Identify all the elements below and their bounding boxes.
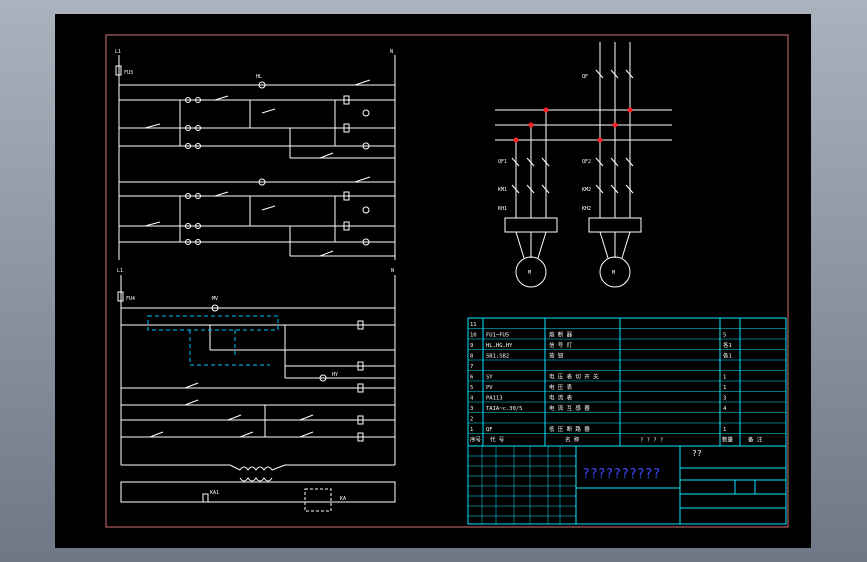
svg-text:L1: L1 bbox=[117, 268, 123, 274]
bom-cell-no: 2 bbox=[470, 417, 473, 423]
bom-cell-no: 10 bbox=[470, 333, 477, 339]
bom-cell-qty: 1 bbox=[723, 385, 726, 391]
svg-text:KH1: KH1 bbox=[498, 206, 507, 212]
svg-text:N: N bbox=[390, 49, 393, 55]
bom-cell-code: TAIA~c.30/5 bbox=[486, 406, 522, 412]
bom-cell-code: QF bbox=[486, 427, 493, 433]
bom-cell-qty: 1 bbox=[723, 427, 726, 433]
bus-junctions bbox=[513, 107, 633, 143]
main-circuit-labels: QF QF1 QF2 KM1 KM2 KH1 KH2 M M bbox=[498, 74, 615, 276]
control-bottom-labels: L1 N FU4 MV HY KA1 KA bbox=[117, 268, 394, 502]
bom-cell-name: 熔 断 器 bbox=[549, 331, 573, 339]
bom-cell-qty: 4 bbox=[723, 406, 727, 412]
bom-cell-name: 电 压 表 bbox=[549, 383, 573, 391]
svg-text:QF1: QF1 bbox=[498, 159, 507, 165]
svg-text:QF: QF bbox=[582, 74, 588, 80]
control-circuit-top bbox=[115, 55, 396, 260]
bom-cell-code: PV bbox=[486, 385, 493, 391]
svg-text:M: M bbox=[612, 270, 615, 276]
bom-cell-name: 按 钮 bbox=[549, 352, 564, 360]
drawing-sheet bbox=[55, 14, 811, 548]
bom-cell-qty: 3 bbox=[723, 396, 726, 402]
bom-row-lines bbox=[468, 328, 786, 434]
selector-switch-dashed bbox=[147, 315, 279, 366]
title-block-grid bbox=[467, 445, 787, 525]
svg-text:KA1: KA1 bbox=[210, 490, 219, 496]
bom-cell-code: HL,HG,HY bbox=[486, 343, 513, 349]
svg-text:QF2: QF2 bbox=[582, 159, 591, 165]
control-top-labels: L1 N FU3 HL bbox=[115, 49, 393, 80]
svg-text:FU4: FU4 bbox=[126, 296, 135, 302]
bom-cell-qty: 5 bbox=[723, 333, 726, 339]
svg-text:MV: MV bbox=[212, 296, 218, 302]
bom-table-grid bbox=[467, 317, 787, 447]
bom-cell-code: FU1~FU5 bbox=[486, 333, 509, 339]
bom-cell-code: SY bbox=[486, 375, 493, 381]
bom-cell-code: SB1,SB2 bbox=[486, 354, 509, 360]
svg-text:KM2: KM2 bbox=[582, 187, 591, 193]
title-block-mark: ?? bbox=[692, 449, 702, 458]
drawing-frame bbox=[105, 34, 789, 528]
svg-text:KH2: KH2 bbox=[582, 206, 591, 212]
title-block-small-grid bbox=[468, 446, 576, 524]
bom-cell-name: 电 压 表 切 开 关 bbox=[549, 373, 599, 381]
bom-header-name: 名 称 bbox=[565, 436, 580, 444]
title-block-title: ?????????? bbox=[582, 467, 660, 482]
bom-cell-name: 低 压 断 路 器 bbox=[549, 425, 590, 433]
bom-cell-no: 4 bbox=[470, 396, 474, 402]
bom-header-extra: ? ? ? ? bbox=[640, 438, 663, 444]
bom-cell-qty: 1 bbox=[723, 375, 726, 381]
svg-text:M: M bbox=[528, 270, 531, 276]
control-circuit-bottom bbox=[117, 275, 396, 512]
bom-cell-no: 3 bbox=[470, 406, 473, 412]
bom-cell-no: 11 bbox=[470, 322, 477, 328]
bom-cell-no: 6 bbox=[470, 375, 473, 381]
svg-text:KM1: KM1 bbox=[498, 187, 507, 193]
svg-text:N: N bbox=[391, 268, 394, 274]
bom-header-no: 序号 bbox=[470, 436, 482, 444]
svg-text:FU3: FU3 bbox=[124, 70, 133, 76]
svg-text:L1: L1 bbox=[115, 49, 121, 55]
bom-cell-no: 9 bbox=[470, 343, 473, 349]
bom-cell-no: 8 bbox=[470, 354, 473, 360]
bom-cell-qty: 各1 bbox=[723, 352, 732, 360]
bom-cell-name: 电 流 互 感 器 bbox=[549, 404, 590, 412]
main-power-circuit bbox=[495, 42, 672, 288]
bom-cell-no: 7 bbox=[470, 364, 473, 370]
svg-text:HY: HY bbox=[332, 372, 338, 378]
svg-text:HL: HL bbox=[256, 74, 262, 80]
bom-cell-qty: 各1 bbox=[723, 341, 732, 349]
bom-cell-name: 信 号 灯 bbox=[549, 341, 573, 349]
bom-cell-code: PA113 bbox=[486, 396, 503, 402]
bom-cell-no: 5 bbox=[470, 385, 473, 391]
bom-header-code: 代 号 bbox=[490, 436, 505, 444]
svg-text:KA: KA bbox=[340, 496, 346, 502]
bom-cell-no: 1 bbox=[470, 427, 473, 433]
bom-header-remark: 备 注 bbox=[748, 436, 763, 444]
bom-cell-name: 电 流 表 bbox=[549, 394, 573, 402]
bom-header-qty: 数量 bbox=[722, 436, 734, 444]
